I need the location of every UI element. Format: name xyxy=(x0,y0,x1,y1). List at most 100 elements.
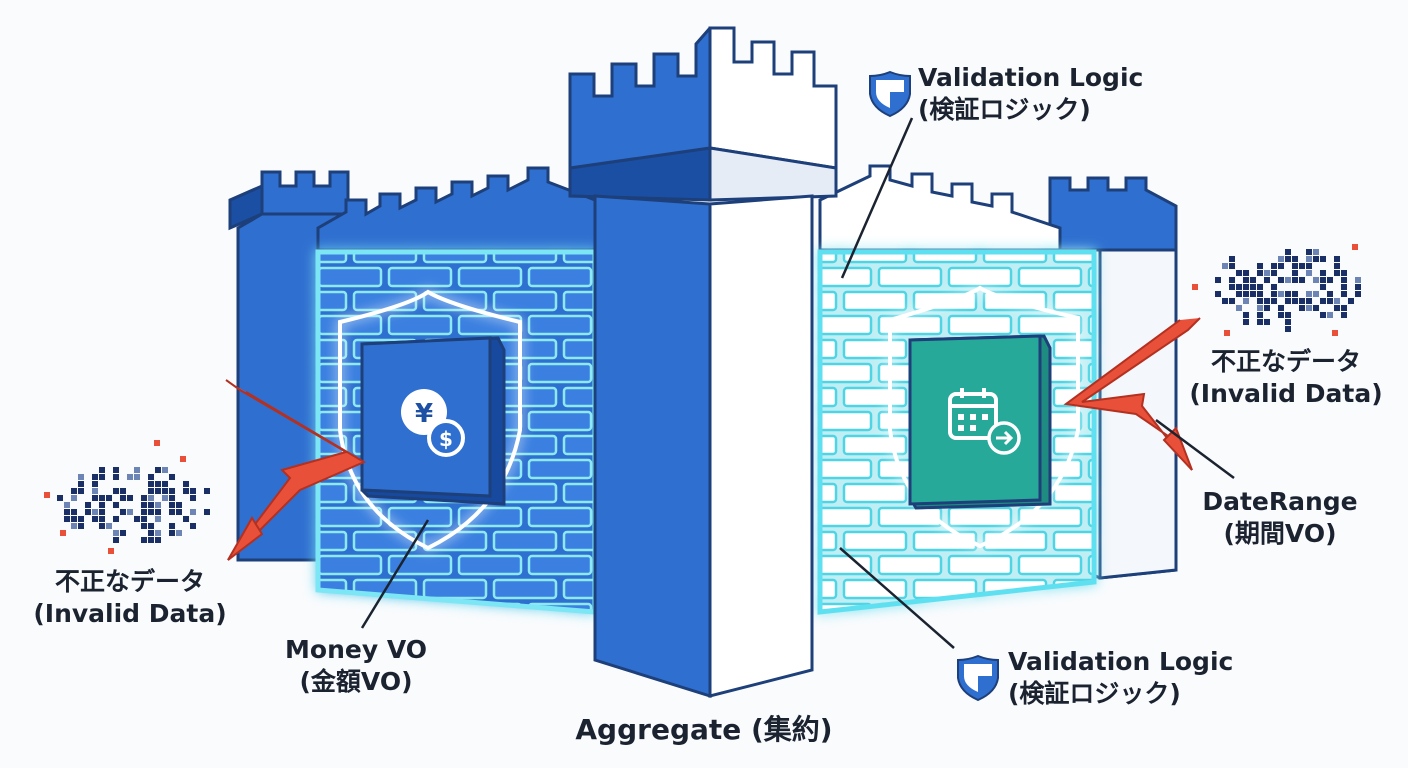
data-pixel xyxy=(1278,312,1284,318)
data-pixel xyxy=(1236,305,1242,311)
data-pixel xyxy=(1257,319,1263,325)
svg-text:¥: ¥ xyxy=(415,399,433,429)
data-pixel xyxy=(1257,305,1263,311)
label-line: (検証ロジック) xyxy=(918,95,1091,124)
data-pixel xyxy=(1292,256,1298,262)
data-pixel xyxy=(148,530,154,536)
data-pixel xyxy=(176,502,182,508)
invalid-data-label-right: 不正なデータ (Invalid Data) xyxy=(1186,346,1386,410)
data-pixel xyxy=(113,516,119,522)
data-pixel xyxy=(57,495,63,501)
data-pixel xyxy=(1327,312,1333,318)
data-pixel xyxy=(155,481,161,487)
data-pixel xyxy=(1348,298,1354,304)
data-pixel xyxy=(92,481,98,487)
data-pixel xyxy=(78,481,84,487)
data-pixel xyxy=(85,509,91,515)
data-pixel xyxy=(78,488,84,494)
data-pixel xyxy=(99,502,105,508)
data-pixel xyxy=(162,488,168,494)
svg-text:$: $ xyxy=(439,427,453,451)
data-pixel xyxy=(148,495,154,501)
left-wall-battlements xyxy=(316,166,597,252)
label-line: Validation Logic xyxy=(918,63,1144,92)
central-keep xyxy=(568,26,838,699)
data-pixel xyxy=(190,488,196,494)
data-pixel xyxy=(113,488,119,494)
data-pixel xyxy=(1341,312,1347,318)
data-pixel xyxy=(169,530,175,536)
calendar-arrow-icon xyxy=(948,388,1021,455)
data-pixel xyxy=(1236,284,1242,290)
data-pixel xyxy=(148,481,154,487)
label-line: Validation Logic xyxy=(1008,647,1234,676)
data-pixel xyxy=(1285,277,1291,283)
data-pixel xyxy=(1355,284,1361,290)
data-pixel xyxy=(134,467,140,473)
corrupt-pixel xyxy=(1224,330,1230,336)
corrupt-pixel xyxy=(1352,244,1358,250)
label-line: (期間VO) xyxy=(1223,519,1337,548)
data-pixel xyxy=(1257,291,1263,297)
data-pixel xyxy=(1285,298,1291,304)
data-pixel xyxy=(1257,312,1263,318)
label-line: 不正なデータ xyxy=(54,567,205,596)
data-pixel xyxy=(113,530,119,536)
data-pixel xyxy=(92,509,98,515)
data-pixel xyxy=(1299,298,1305,304)
data-pixel xyxy=(1334,298,1340,304)
data-pixel xyxy=(1215,277,1221,283)
data-pixel xyxy=(1264,319,1270,325)
data-pixel xyxy=(134,474,140,480)
data-pixel xyxy=(155,502,161,508)
data-pixel xyxy=(1285,319,1291,325)
data-pixel xyxy=(1292,277,1298,283)
data-pixel xyxy=(1278,256,1284,262)
data-pixel xyxy=(1306,298,1312,304)
yen-dollar-coins-icon: ¥ $ xyxy=(401,389,465,457)
data-pixel xyxy=(155,467,161,473)
data-pixel xyxy=(183,516,189,522)
data-pixel xyxy=(190,523,196,529)
data-pixel xyxy=(64,516,70,522)
data-pixel xyxy=(99,516,105,522)
invalid-attack-right xyxy=(1063,317,1201,471)
data-pixel xyxy=(1285,312,1291,318)
data-pixel xyxy=(1334,270,1340,276)
data-pixel xyxy=(1306,305,1312,311)
data-pixel xyxy=(85,502,91,508)
data-pixel xyxy=(1257,263,1263,269)
data-pixel xyxy=(155,488,161,494)
daterange-vo-block xyxy=(908,334,1052,510)
data-pixel xyxy=(113,502,119,508)
data-pixel xyxy=(1306,291,1312,297)
data-pixel xyxy=(1229,263,1235,269)
data-pixel xyxy=(155,509,161,515)
data-pixel xyxy=(71,495,77,501)
data-pixel xyxy=(1341,305,1347,311)
invalid-attack-left xyxy=(225,379,367,561)
data-pixel xyxy=(1299,263,1305,269)
data-pixel xyxy=(120,495,126,501)
corrupt-pixel xyxy=(154,440,160,446)
data-pixel xyxy=(106,523,112,529)
money-shield-outline xyxy=(338,289,522,551)
corrupt-pixel xyxy=(44,492,50,498)
data-pixel xyxy=(78,523,84,529)
data-pixel xyxy=(169,523,175,529)
data-pixel xyxy=(1264,277,1270,283)
corrupt-pixel xyxy=(180,456,186,462)
invalid-data-label-left: 不正なデータ (Invalid Data) xyxy=(30,566,230,630)
data-pixel xyxy=(1222,263,1228,269)
data-pixel xyxy=(1229,277,1235,283)
data-pixel xyxy=(99,474,105,480)
label-line: DateRange xyxy=(1202,487,1358,516)
data-pixel xyxy=(78,516,84,522)
data-pixel xyxy=(113,467,119,473)
data-pixel xyxy=(1292,270,1298,276)
data-pixel xyxy=(204,509,210,515)
money-vo-label: Money VO (金額VO) xyxy=(266,634,446,698)
data-pixel xyxy=(113,474,119,480)
data-pixel xyxy=(1292,263,1298,269)
